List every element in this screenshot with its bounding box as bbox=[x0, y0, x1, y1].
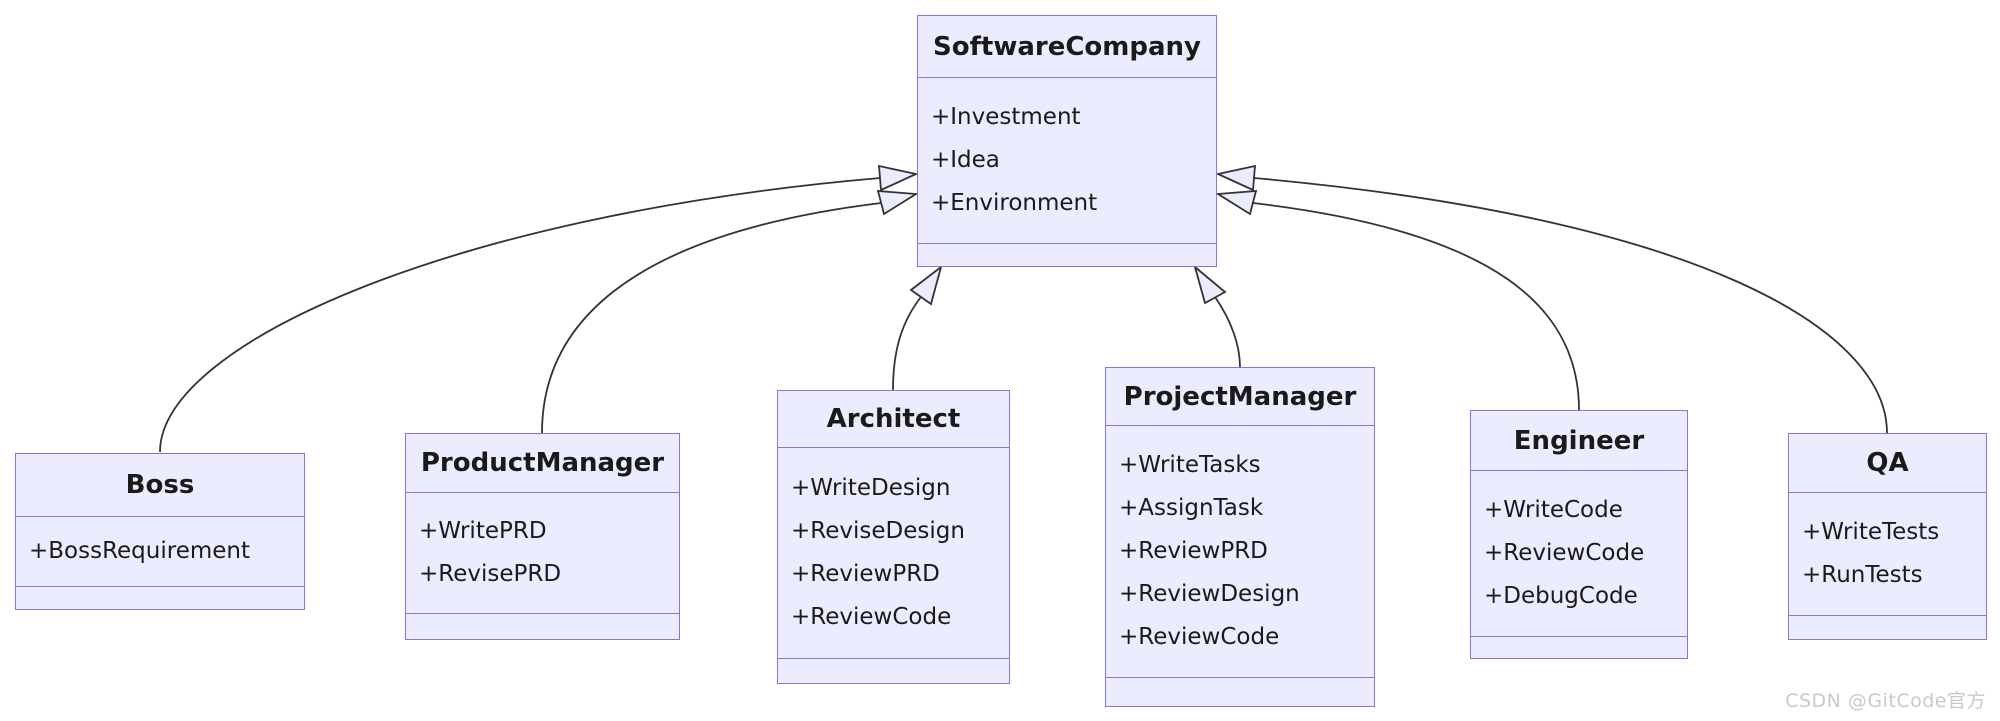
class-member: +RevisePRD bbox=[419, 561, 562, 587]
class-attributes: +WriteCode +ReviewCode +DebugCode bbox=[1471, 471, 1687, 637]
class-member: +ReviewPRD bbox=[791, 561, 940, 587]
class-box-boss: Boss +BossRequirement bbox=[15, 453, 305, 610]
class-methods-empty bbox=[16, 587, 304, 609]
class-box-architect: Architect +WriteDesign +ReviseDesign +Revi… bbox=[777, 390, 1010, 684]
class-member: +WriteCode bbox=[1484, 497, 1623, 523]
class-member: +WriteTests bbox=[1802, 519, 1940, 545]
class-attributes: +WriteTests +RunTests bbox=[1789, 493, 1986, 616]
class-member: +Idea bbox=[931, 147, 1000, 173]
edge-architect-inheritance bbox=[892, 264, 943, 391]
class-member: +RunTests bbox=[1802, 562, 1923, 588]
class-title: Architect bbox=[778, 391, 1009, 448]
class-member: +Investment bbox=[931, 104, 1081, 130]
class-attributes: +Investment +Idea +Environment bbox=[918, 78, 1216, 244]
class-member: +DebugCode bbox=[1484, 583, 1638, 609]
class-methods-empty bbox=[1471, 637, 1687, 658]
inheritance-arrowhead bbox=[1215, 190, 1258, 216]
edge-projectmanager-inheritance bbox=[1193, 264, 1241, 368]
inheritance-arrowhead bbox=[1215, 164, 1256, 192]
class-title: Engineer bbox=[1471, 411, 1687, 471]
class-title: QA bbox=[1789, 434, 1986, 493]
class-methods-empty bbox=[778, 659, 1009, 683]
class-member: +WriteDesign bbox=[791, 475, 951, 501]
class-methods-empty bbox=[1106, 678, 1374, 706]
class-member: +Environment bbox=[931, 190, 1098, 216]
class-box-productmanager: ProductManager +WritePRD +RevisePRD bbox=[405, 433, 680, 640]
inheritance-arrowhead bbox=[876, 190, 919, 216]
class-attributes: +WriteDesign +ReviseDesign +ReviewPRD +Revi… bbox=[778, 448, 1009, 659]
class-member: +WritePRD bbox=[419, 518, 547, 544]
inheritance-arrowhead bbox=[878, 164, 919, 192]
class-member: +ReviseDesign bbox=[791, 518, 965, 544]
class-title: ProjectManager bbox=[1106, 368, 1374, 426]
class-box-softwarecompany: SoftwareCompany +Investment +Idea +Environ… bbox=[917, 15, 1217, 267]
inheritance-arrowhead bbox=[909, 264, 943, 306]
class-attributes: +BossRequirement bbox=[16, 517, 304, 587]
class-methods-empty bbox=[918, 244, 1216, 266]
class-member: +ReviewCode bbox=[1484, 540, 1645, 566]
class-box-qa: QA +WriteTests +RunTests bbox=[1788, 433, 1987, 640]
class-title: SoftwareCompany bbox=[918, 16, 1216, 78]
class-member: +ReviewCode bbox=[1119, 624, 1280, 650]
class-methods-empty bbox=[406, 614, 679, 639]
class-attributes: +WriteTasks +AssignTask +ReviewPRD +ReviewD… bbox=[1106, 426, 1374, 678]
class-member: +ReviewDesign bbox=[1119, 581, 1300, 607]
class-box-engineer: Engineer +WriteCode +ReviewCode +DebugCode bbox=[1470, 410, 1688, 659]
class-box-projectmanager: ProjectManager +WriteTasks +AssignTask +Re… bbox=[1105, 367, 1375, 707]
inheritance-arrowhead bbox=[1193, 264, 1227, 305]
class-member: +ReviewCode bbox=[791, 604, 952, 630]
class-member: +BossRequirement bbox=[29, 538, 251, 564]
class-attributes: +WritePRD +RevisePRD bbox=[406, 493, 679, 614]
class-title: ProductManager bbox=[406, 434, 679, 493]
class-methods-empty bbox=[1789, 616, 1986, 639]
class-title: Boss bbox=[16, 454, 304, 517]
class-member: +WriteTasks bbox=[1119, 452, 1261, 478]
watermark: CSDN @GitCode官方 bbox=[1785, 690, 1986, 712]
class-member: +AssignTask bbox=[1119, 495, 1264, 521]
class-member: +ReviewPRD bbox=[1119, 538, 1268, 564]
